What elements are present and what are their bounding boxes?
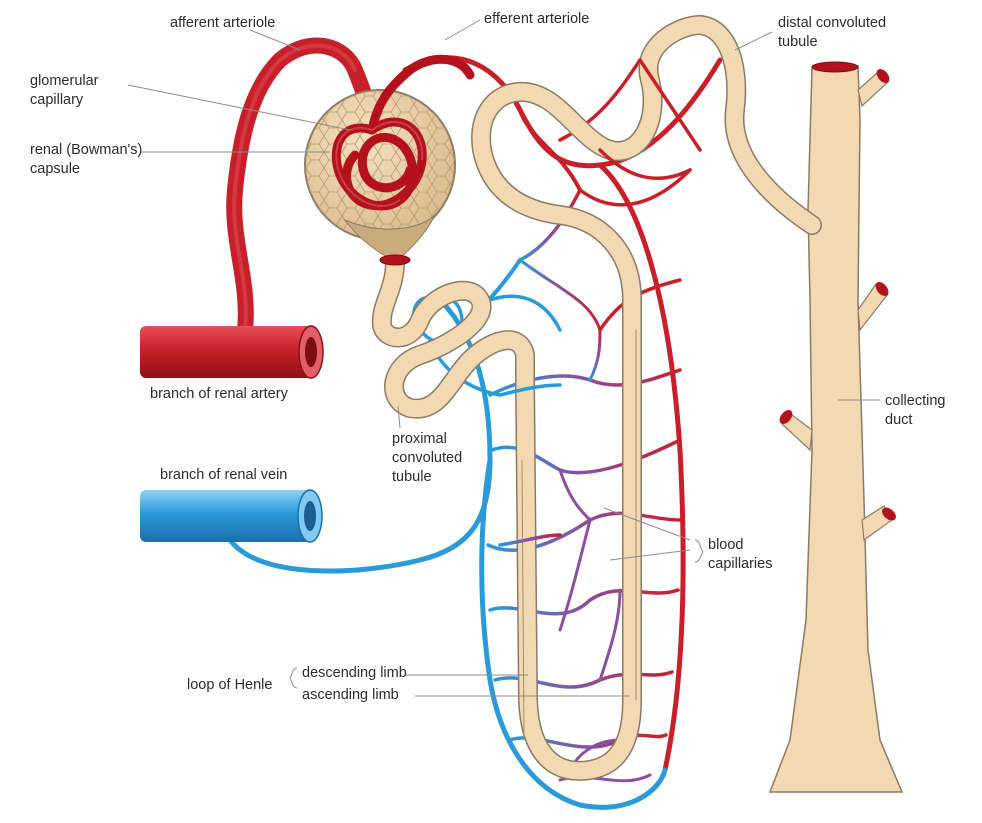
label-blood-capillaries: blood capillaries [708,537,773,572]
label-glomerular-capillary: glomerular capillary [30,73,99,108]
label-branch-of-renal-artery: branch of renal artery [150,386,288,402]
label-loop-of-henle: loop of Henle [187,677,273,693]
nephron-tubules [371,15,822,781]
renal-vein-branch [140,489,323,543]
label-descending-limb: descending limb [302,665,407,681]
overlying-capillaries [498,58,702,547]
label-renal-capsule: renal (Bowman's) capsule [30,142,143,177]
label-ascending-limb: ascending limb [302,687,399,703]
label-efferent-arteriole: efferent arteriole [484,11,590,27]
label-branch-of-renal-vein: branch of renal vein [160,467,288,483]
renal-artery-branch [140,37,380,379]
bowmans-capsule [304,89,456,266]
label-proximal-convoluted-tubule: proximal convoluted tubule [392,431,463,485]
label-distal-convoluted-tubule: distal convoluted tubule [778,15,887,50]
label-afferent-arteriole: afferent arteriole [170,15,276,31]
label-collecting-duct: collecting duct [885,393,946,428]
leader-lines [127,19,880,697]
collecting-duct [768,61,904,793]
